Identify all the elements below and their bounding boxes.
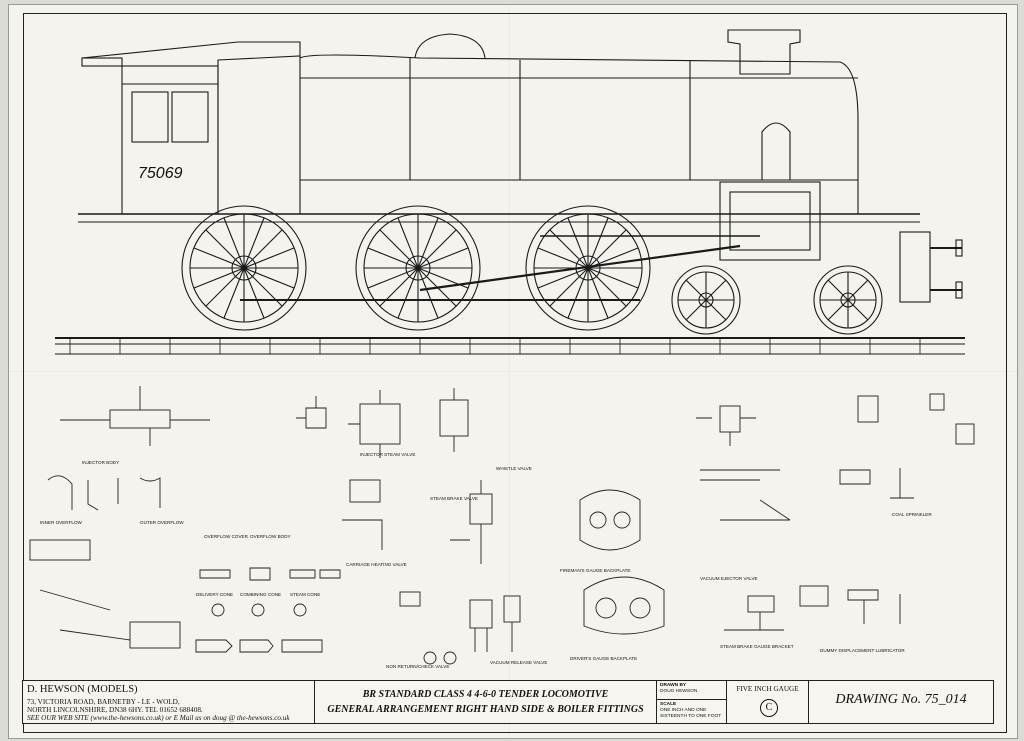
- fitting-label: INNER OVERFLOW: [40, 520, 83, 525]
- gauge-backplates: [579, 489, 665, 635]
- scale-value: ONE INCH AND ONE SIXTEENTH TO ONE FOOT: [660, 708, 722, 719]
- fitting-label: OVERFLOW BODY: [250, 534, 291, 539]
- track: [55, 337, 965, 355]
- firm-name: D. HEWSON (MODELS): [27, 684, 138, 695]
- fold-crease-vertical: [509, 5, 511, 738]
- drawing-sheet: [8, 4, 1018, 739]
- fitting-label: COMBINING CONE: [240, 592, 281, 597]
- fitting-label: NON RETURN/CHECK VALVE: [386, 664, 449, 669]
- fitting-label: OUTER OVERFLOW: [140, 520, 184, 525]
- drawn-scale-cell: DRAWN BY DOUG HEWSON SCALE ONE INCH AND …: [657, 681, 727, 723]
- fitting-label: FIREMAN'S GAUGE BACKPLATE: [560, 568, 630, 573]
- injector-assembly: [29, 386, 210, 649]
- fitting-label: DRIVER'S GAUGE BACKPLATE: [570, 656, 637, 661]
- buffer-beam: [899, 231, 931, 303]
- fitting-label: DELIVERY CONE: [196, 592, 233, 597]
- drawing-number-cell: DRAWING No. 75_014: [809, 681, 993, 723]
- drawn-by: DOUG HEWSON: [660, 689, 698, 694]
- fitting-label: INJECTOR STEAM VALVE: [360, 452, 415, 457]
- fitting-label: STEAM BRAKE VALVE: [430, 496, 478, 501]
- title-cell: BR STANDARD CLASS 4 4-6-0 TENDER LOCOMOT…: [315, 681, 657, 723]
- driving-wheel-rear: [181, 205, 307, 331]
- gauge: FIVE INCH GAUGE: [736, 685, 799, 693]
- cab: [121, 65, 219, 215]
- fitting-label: VACUUM RELEASE VALVE: [490, 660, 547, 665]
- cab-window-right: [171, 91, 209, 143]
- bogie-wheel-front: [813, 265, 883, 335]
- maker-cell: D. HEWSON (MODELS) 73, VICTORIA ROAD, BA…: [23, 681, 315, 723]
- driving-wheel-center: [355, 205, 481, 331]
- address-line-1: 73, VICTORIA ROAD, BARNETBY - LE - WOLD,: [27, 698, 180, 706]
- chimney: [727, 29, 801, 75]
- fitting-label: COAL SPRINKLER: [892, 512, 932, 517]
- copyright-icon: C: [760, 699, 778, 717]
- loco-number: 75069: [138, 165, 183, 182]
- steam-valves: [296, 388, 469, 550]
- fitting-label: CARRIAGE HEATING VALVE: [346, 562, 407, 567]
- cab-roof: [81, 41, 301, 59]
- cylinder: [719, 181, 821, 261]
- drawing-number: DRAWING No. 75_014: [835, 692, 967, 707]
- locomotive-side-elevation: [78, 29, 963, 303]
- drawing-title-line-1: BR STANDARD CLASS 4 4-6-0 TENDER LOCOMOT…: [362, 689, 609, 700]
- fitting-labels: INJECTOR BODY INNER OVERFLOW OUTER OVERF…: [40, 452, 932, 669]
- bogie-wheel-rear: [671, 265, 741, 335]
- gauge-cell: FIVE INCH GAUGE C: [727, 681, 809, 723]
- firebox: [217, 55, 301, 215]
- steam-dome: [414, 33, 486, 59]
- fitting-label: WHISTLE VALVE: [496, 466, 532, 471]
- fold-crease-horizontal: [9, 371, 1017, 373]
- title-block: D. HEWSON (MODELS) 73, VICTORIA ROAD, BA…: [22, 680, 994, 724]
- injector-cones: [195, 567, 341, 653]
- website-line[interactable]: SEE OUR WEB SITE (www.the-hewsons.co.uk)…: [27, 714, 290, 722]
- whistle-and-check-valves: [399, 480, 521, 665]
- address-line-2: NORTH LINCOLNSHIRE, DN38 6HY. TEL 01652 …: [27, 706, 203, 714]
- boiler: [299, 54, 859, 215]
- boiler-fittings-details: [29, 386, 975, 665]
- fitting-label: VACUUM EJECTOR VALVE: [700, 576, 758, 581]
- fitting-label: STEAM CONE: [290, 592, 320, 597]
- fitting-label: STEAM BRAKE GAUGE BRACKET: [720, 644, 794, 649]
- scale-label: SCALE: [660, 702, 677, 707]
- driving-wheel-front: [525, 205, 651, 331]
- drawing-title-line-2: GENERAL ARRANGEMENT RIGHT HAND SIDE & BO…: [327, 704, 644, 715]
- drawing-border: [23, 13, 1007, 733]
- cab-window-left: [131, 91, 169, 143]
- drawn-by-label: DRAWN BY: [660, 683, 687, 688]
- lubricator-and-sprinkler: [799, 393, 975, 624]
- fitting-label: INJECTOR BODY: [82, 460, 119, 465]
- regulator-fittings: [696, 405, 791, 631]
- fitting-label: OVERFLOW COVER: [204, 534, 249, 539]
- fitting-label: DUMMY DISPLACEMENT LUBRICATOR: [820, 648, 905, 653]
- smokebox-door-arch: [761, 122, 791, 180]
